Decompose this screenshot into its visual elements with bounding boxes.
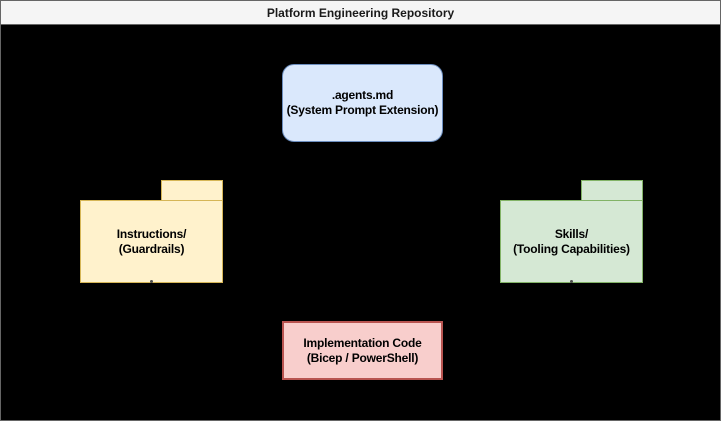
node-implementation-label: Implementation Code (Bicep / PowerShell)	[284, 323, 441, 378]
node-instructions-line1: Instructions/	[116, 226, 187, 241]
node-agents-md-line2: (System Prompt Extension)	[286, 103, 439, 117]
node-skills-label: Skills/ (Tooling Capabilities)	[501, 201, 642, 282]
node-agents-md-line1: .agents.md	[331, 88, 394, 102]
node-instructions-folder[interactable]: Instructions/ (Guardrails)	[80, 180, 223, 283]
node-implementation-code[interactable]: Implementation Code (Bicep / PowerShell)	[282, 321, 443, 380]
folder-tab-icon	[161, 180, 223, 200]
node-skills-line2: (Tooling Capabilities)	[513, 241, 630, 256]
folder-tab-icon	[581, 180, 643, 200]
node-agents-md[interactable]: .agents.md (System Prompt Extension)	[282, 64, 443, 142]
node-instructions-label: Instructions/ (Guardrails)	[81, 201, 222, 282]
node-skills-folder[interactable]: Skills/ (Tooling Capabilities)	[500, 180, 643, 283]
node-implementation-line1: Implementation Code	[303, 335, 422, 350]
folder-body: Skills/ (Tooling Capabilities)	[500, 200, 643, 283]
node-skills-line1: Skills/	[554, 226, 589, 241]
node-instructions-line2: (Guardrails)	[118, 241, 185, 256]
node-agents-md-label: .agents.md (System Prompt Extension)	[283, 65, 442, 141]
folder-body: Instructions/ (Guardrails)	[80, 200, 223, 283]
connection-point-dot	[570, 280, 573, 283]
connection-point-dot	[150, 280, 153, 283]
diagram-title: Platform Engineering Repository	[266, 5, 455, 20]
node-implementation-line2: (Bicep / PowerShell)	[306, 350, 419, 365]
diagram-title-bar: Platform Engineering Repository	[1, 1, 720, 25]
